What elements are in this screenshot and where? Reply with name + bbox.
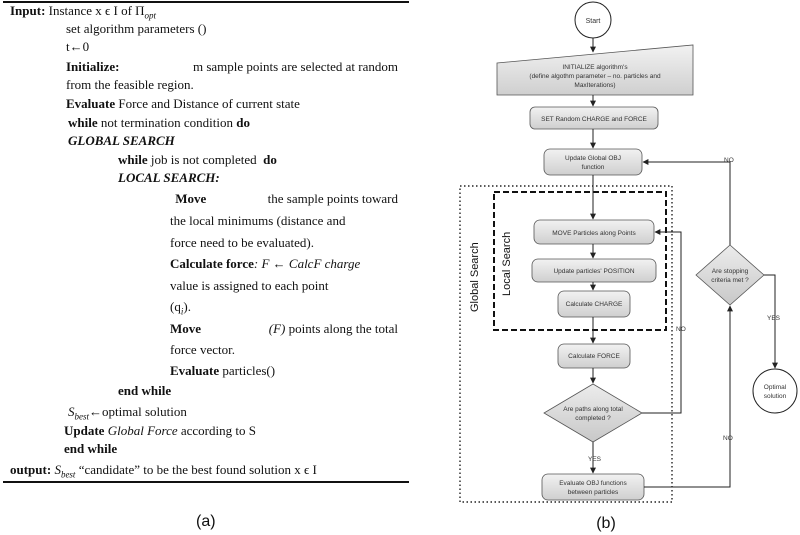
update-position-node [531, 258, 657, 283]
stopping-label-2: criteria met ? [711, 277, 749, 284]
end-while-2: end while [64, 441, 118, 456]
global-search-heading: GLOBAL SEARCH [68, 133, 175, 148]
are-paths-decision [543, 383, 643, 443]
t-init-line: t←0 [66, 39, 90, 54]
top-rule [3, 1, 409, 3]
set-random-label: SET Random CHARGE and FORCE [541, 116, 647, 123]
bottom-rule [3, 481, 409, 483]
start-label: Start [586, 18, 601, 25]
optimal-node [752, 368, 798, 414]
label-yes-paths: YES [588, 456, 602, 463]
evaluate-obj-label-2: between particles [568, 489, 619, 496]
update-global-node [543, 148, 643, 176]
evaluate-line: Evaluate Force and Distance of current s… [66, 96, 300, 111]
stopping-decision [695, 244, 765, 306]
calc-charge-node [557, 290, 631, 318]
evaluate-obj-node [541, 473, 645, 501]
optimal-label-2: solution [764, 393, 787, 400]
initialize-label-3: MaxIterations) [574, 82, 615, 89]
move2-line-2: force vector. [170, 342, 235, 357]
initialize-node [496, 44, 694, 96]
label-no-evaluate: NO [723, 435, 733, 442]
calc-force-line-2: value is assigned to each point [170, 278, 329, 293]
connectors [590, 38, 778, 488]
calc-force-line-1: Calculate force: F ← CalcF charge [170, 256, 361, 271]
evaluate2-line: Evaluate particles() [170, 363, 276, 378]
while-line: while not termination condition do [68, 115, 251, 130]
are-paths-label-1: Are paths along total [563, 406, 623, 413]
update-position-label: Update particles' POSITION [553, 268, 634, 275]
sbest-line: Sbest←optimal solution [68, 404, 187, 422]
edge-paths-no-loop [642, 229, 682, 414]
optimal-label-1: Optimal [764, 384, 787, 391]
move2-line-1: Move (F) points along the total [170, 321, 398, 336]
move-line-3: force need to be evaluated). [170, 235, 315, 250]
move-particles-label: MOVE Particles along Points [552, 230, 636, 237]
calc-force-node [557, 343, 631, 369]
input-line: Input: Instance x ϵ I of Πopt [10, 3, 157, 21]
set-params-line: set algorithm parameters () [66, 21, 207, 36]
move-line-1: Move the sample points toward [175, 191, 398, 206]
update-global-label-2: function [582, 164, 605, 171]
label-no-update: NO [724, 157, 734, 164]
label-yes-stop: YES [767, 315, 781, 322]
output-line: output: Sbest “candidate” to be the best… [10, 462, 317, 480]
caption-b: (b) [596, 515, 616, 532]
initialize-line-2: from the feasible region. [66, 77, 194, 92]
global-search-label: Global Search [469, 242, 481, 312]
update-line: Update Global Force according to S [64, 423, 256, 438]
stopping-label-1: Are stopping [712, 268, 749, 275]
move-line-2: the local minimums (distance and [170, 213, 346, 228]
initialize-label-2: (define algothm parameter – no. particle… [529, 73, 661, 80]
algorithm-panel: Input: Instance x ϵ I of Πopt set algori… [3, 1, 409, 530]
set-random-node [529, 106, 659, 130]
calc-charge-label: Calculate CHARGE [566, 301, 623, 308]
calc-force-line-3: (qi). [170, 299, 191, 317]
local-search-region [493, 191, 667, 331]
initialize-label-1: INITIALIZE algorithm's [562, 64, 628, 71]
are-paths-label-2: completed ? [575, 415, 611, 422]
edge-evaluate-stop [644, 305, 733, 488]
end-while-1: end while [118, 383, 172, 398]
update-global-label-1: Update Global OBJ [565, 155, 621, 162]
initialize-line-1: Initialize: m sample points are selected… [66, 59, 398, 74]
local-search-heading: LOCAL SEARCH: [118, 170, 220, 185]
move-particles-node [533, 219, 655, 245]
caption-a: (a) [196, 513, 216, 530]
edge-stop-no-loop [642, 159, 731, 245]
while-job-line: while job is not completed do [118, 152, 277, 167]
calc-force-label: Calculate FORCE [568, 353, 620, 360]
local-search-label: Local Search [501, 232, 513, 296]
label-no-paths: NO [676, 326, 686, 333]
edge-stop-yes [764, 274, 778, 369]
evaluate-obj-label-1: Evaluate OBJ functions [559, 480, 627, 487]
